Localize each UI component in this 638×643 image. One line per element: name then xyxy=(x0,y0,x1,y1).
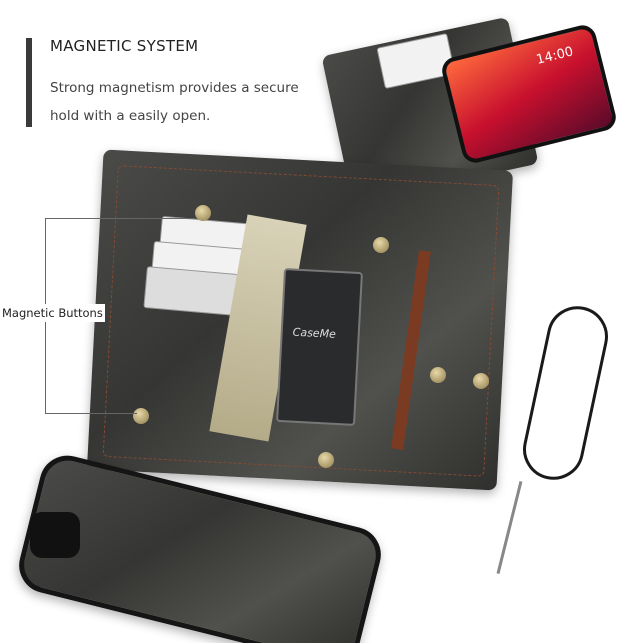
accent-bar xyxy=(26,38,32,127)
feature-title: MAGNETIC SYSTEM xyxy=(50,37,199,55)
brand-label: CaseMe xyxy=(292,325,337,341)
callout-label: Magnetic Buttons xyxy=(0,304,105,322)
callout-line xyxy=(45,218,195,219)
phone-time: 14:00 xyxy=(534,44,575,68)
magnetic-button xyxy=(473,373,489,389)
magnetic-button xyxy=(318,452,334,468)
camera-module xyxy=(30,512,80,558)
feature-description: Strong magnetism provides a secure hold … xyxy=(50,80,299,124)
magnetic-button xyxy=(430,367,446,383)
card xyxy=(143,266,239,316)
wrist-strap xyxy=(517,300,614,486)
magnetic-button xyxy=(373,237,389,253)
id-window: CaseMe xyxy=(276,268,363,426)
magnetic-button xyxy=(195,205,211,221)
callout-line xyxy=(45,413,137,414)
magnetic-button xyxy=(133,408,149,424)
strap-wire xyxy=(496,481,523,574)
